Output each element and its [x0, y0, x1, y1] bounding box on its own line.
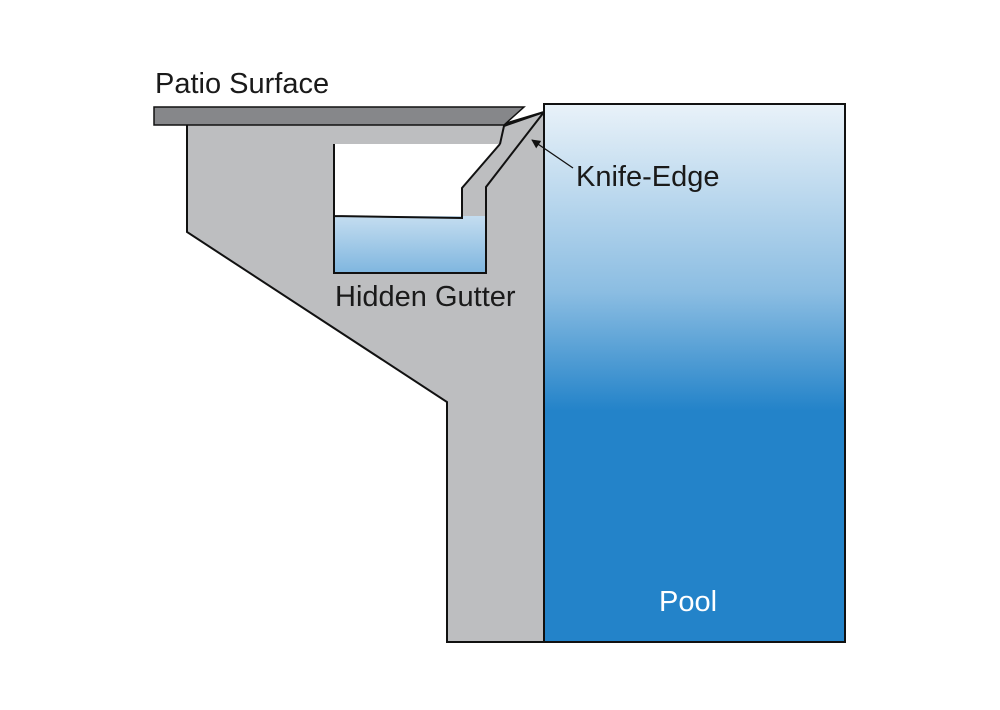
- hidden-gutter-label: Hidden Gutter: [335, 281, 516, 313]
- hidden-gutter-cavity: [334, 144, 500, 216]
- pool-water: [543, 103, 846, 643]
- knife-edge-label: Knife-Edge: [576, 161, 720, 193]
- pool-label: Pool: [659, 586, 717, 618]
- patio-surface-slab: [153, 106, 526, 126]
- knife-edge-pointer-arrow: [531, 139, 574, 169]
- hidden-gutter-outline: [333, 109, 547, 274]
- patio-surface-label: Patio Surface: [155, 68, 329, 100]
- gutter-water: [334, 216, 486, 273]
